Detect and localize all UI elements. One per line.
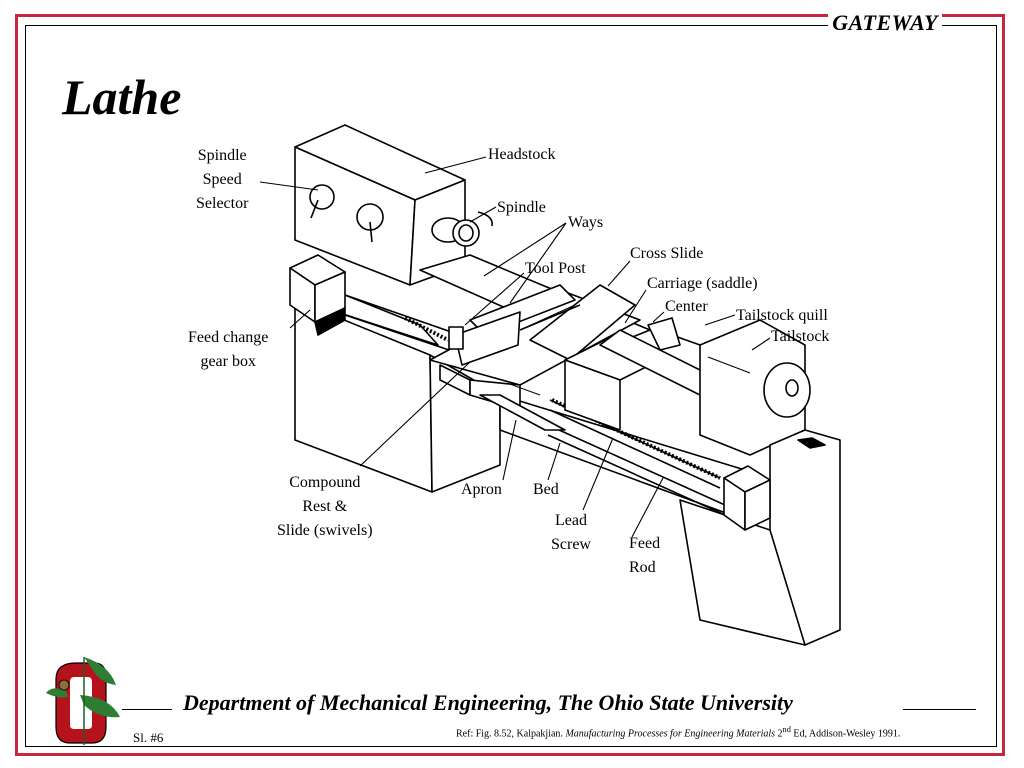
label-headstock: Headstock [488, 146, 556, 163]
leader-feed-gearbox [289, 309, 311, 329]
leader-feed-rod [631, 477, 664, 538]
footer-reference: Ref: Fig. 8.52, Kalpakjian. Manufacturin… [456, 725, 901, 740]
leader-tailstock-quill [704, 314, 736, 326]
leader-ways-1 [483, 222, 567, 277]
feed-gearbox-drawing [289, 254, 346, 336]
leader-cross-slide [607, 260, 631, 287]
tailstock-leg-drawing [679, 429, 841, 646]
slide-inner-frame [25, 25, 997, 747]
footer-rule-left [122, 709, 172, 710]
footer-rule-right [903, 709, 976, 710]
slide-title: Lathe [62, 69, 182, 125]
leader-spindle [469, 206, 497, 223]
gateway-brand: GATEWAY [828, 10, 942, 36]
ohio-state-logo [46, 657, 120, 745]
label-center: Center [665, 298, 708, 315]
label-cross-slide: Cross Slide [630, 245, 704, 262]
leader-spindle-speed [259, 181, 319, 191]
gateway-rule [940, 25, 984, 26]
end-block-drawing [723, 465, 771, 531]
footer-department: Department of Mechanical Engineering, Th… [183, 690, 793, 715]
label-ways: Ways [568, 214, 604, 231]
leader-bed [547, 442, 561, 481]
tailstock-drawing [599, 317, 811, 456]
label-bed: Bed [533, 481, 559, 498]
headstock-drawing [294, 124, 494, 286]
label-tool-post: Tool Post [525, 260, 586, 277]
label-feed-rod: Feed Rod [629, 535, 661, 576]
leader-tool-post [464, 272, 525, 326]
label-compound-rest: Compound Rest & Slide (swivels) [277, 474, 373, 539]
slide-number: Sl. #6 [133, 730, 164, 745]
leader-headstock [424, 156, 487, 174]
label-spindle-speed-selector: Spindle Speed Selector [196, 147, 249, 212]
saddle-block-drawing [564, 339, 661, 431]
leader-center [652, 311, 665, 323]
label-tailstock-quill: Tailstock quill [736, 307, 828, 324]
label-carriage: Carriage (saddle) [647, 275, 758, 292]
leader-carriage [624, 289, 647, 324]
label-apron: Apron [461, 481, 502, 498]
label-lead-screw: Lead Screw [551, 512, 591, 553]
motion-arrows [506, 304, 751, 396]
leader-compound-rest [359, 361, 471, 467]
leader-lines [259, 156, 771, 538]
leader-ways-2 [509, 222, 567, 304]
leader-lead-screw [582, 437, 614, 511]
leader-tailstock [751, 337, 771, 351]
slide-outer-frame [15, 14, 1005, 756]
leader-apron [502, 419, 517, 481]
carriage-drawing [429, 284, 641, 431]
label-tailstock: Tailstock [771, 328, 830, 345]
label-spindle: Spindle [497, 199, 546, 216]
label-feed-change-gear-box: Feed change gear box [188, 329, 269, 370]
